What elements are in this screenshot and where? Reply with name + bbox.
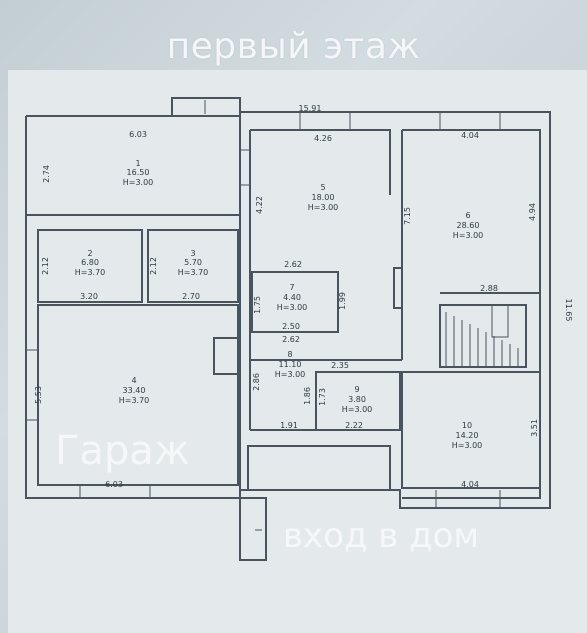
wall-room3 bbox=[147, 229, 239, 303]
wall-room6 bbox=[402, 129, 541, 499]
room-5-num: 5 bbox=[320, 183, 325, 192]
room-6-label: 6 28.60 H=3.00 bbox=[453, 211, 484, 240]
wall-room7 bbox=[251, 271, 339, 333]
room-1-label: 1 16.50 H=3.00 bbox=[123, 159, 154, 187]
room-6-num: 6 bbox=[465, 211, 470, 220]
room-7-num: 7 bbox=[289, 283, 294, 292]
dim-total-width: 15.91 bbox=[299, 104, 322, 113]
room-8-height: H=3.00 bbox=[275, 370, 306, 379]
dim-r5-width: 4.26 bbox=[314, 134, 332, 143]
room-2-num: 2 bbox=[87, 249, 92, 258]
room-7-height: H=3.00 bbox=[277, 303, 308, 312]
dim-r3-width: 2.70 bbox=[182, 292, 200, 301]
room-8-area: 11.10 bbox=[279, 360, 302, 369]
room-10-height: H=3.00 bbox=[452, 441, 483, 450]
wall-stair bbox=[439, 304, 527, 368]
room-1-area: 16.50 bbox=[127, 168, 150, 177]
room-1-height: H=3.00 bbox=[123, 178, 154, 187]
room-8-label: 8 11.10 H=3.00 bbox=[275, 350, 306, 379]
dim-r7-width: 2.50 bbox=[282, 322, 300, 331]
page-title: первый этаж bbox=[166, 26, 421, 67]
window-top-bay bbox=[171, 97, 241, 117]
dim-r9-depth-b: 1.73 bbox=[318, 388, 327, 406]
dim-r10-depth: 3.51 bbox=[530, 419, 539, 437]
dim-partition: 7.15 bbox=[403, 207, 412, 225]
window-left-room4 bbox=[213, 337, 241, 375]
room-2-area: 6.80 bbox=[81, 258, 99, 267]
dim-r6-depth: 4.94 bbox=[528, 203, 537, 221]
dim-r5-depth: 4.22 bbox=[255, 196, 264, 214]
room-6-area: 28.60 bbox=[457, 221, 480, 230]
dim-r7-depth-b: 1.99 bbox=[338, 292, 347, 310]
room-5-height: H=3.00 bbox=[308, 203, 339, 212]
room-7-label: 7 4.40 H=3.00 bbox=[277, 283, 308, 312]
stair-steps bbox=[445, 304, 519, 367]
wall-room2 bbox=[37, 229, 143, 303]
room-4-label: 4 33.40 H=3.70 bbox=[119, 376, 150, 405]
dim-stair: 2.88 bbox=[480, 284, 498, 293]
room-9-height: H=3.00 bbox=[342, 405, 373, 414]
paper-sheet bbox=[8, 70, 587, 633]
dim-r7-depth-a: 1.75 bbox=[253, 296, 262, 314]
dim-r8-depth: 2.86 bbox=[252, 373, 261, 391]
room-4-num: 4 bbox=[131, 376, 136, 385]
walls bbox=[25, 97, 551, 561]
room-3-label: 3 5.70 H=3.70 bbox=[178, 249, 209, 277]
room-10-label: 10 14.20 H=3.00 bbox=[452, 421, 483, 450]
room-2-label: 2 6.80 H=3.70 bbox=[75, 249, 106, 277]
dim-r1-depth: 2.74 bbox=[42, 165, 51, 183]
dim-r9-width-top: 2.35 bbox=[331, 361, 349, 370]
wall-vestibule bbox=[247, 445, 391, 491]
room-2-height: H=3.70 bbox=[75, 268, 106, 277]
wall-column bbox=[393, 267, 403, 309]
dim-corridor-b: 2.62 bbox=[282, 335, 300, 344]
room-4-area: 33.40 bbox=[123, 386, 146, 395]
room-4-height: H=3.70 bbox=[119, 396, 150, 405]
wall-room10 bbox=[401, 371, 541, 489]
room-8-num: 8 bbox=[287, 350, 292, 359]
room-10-num: 10 bbox=[462, 421, 472, 430]
dim-r4-depth: 5.53 bbox=[34, 386, 43, 404]
entrance-label: вход в дом bbox=[283, 516, 480, 556]
room-6-height: H=3.00 bbox=[453, 231, 484, 240]
dim-r9-width: 2.22 bbox=[345, 421, 363, 430]
dim-r6-width: 4.04 bbox=[461, 131, 479, 140]
room-3-num: 3 bbox=[190, 249, 195, 258]
room-9-area: 3.80 bbox=[348, 395, 366, 404]
dim-hall-width: 1.91 bbox=[280, 421, 298, 430]
wall-room4 bbox=[37, 304, 239, 486]
room-1-num: 1 bbox=[135, 159, 140, 168]
wall-room9 bbox=[315, 371, 401, 431]
wall-room5 bbox=[250, 129, 391, 195]
dim-r1-width: 6.03 bbox=[129, 130, 147, 139]
dim-r2-depth: 2.12 bbox=[41, 257, 50, 275]
room-9-label: 9 3.80 H=3.00 bbox=[342, 385, 373, 414]
dim-corridor-a: 2.62 bbox=[284, 260, 302, 269]
dimension-labels: 15.91 11.65 6.03 2.74 4.26 4.22 4.04 4.9… bbox=[34, 104, 573, 489]
wall-porch bbox=[239, 497, 267, 561]
room-3-height: H=3.70 bbox=[178, 268, 209, 277]
dim-r3-depth: 2.12 bbox=[149, 257, 158, 275]
room-5-area: 18.00 bbox=[312, 193, 335, 202]
room-7-area: 4.40 bbox=[283, 293, 301, 302]
room-3-area: 5.70 bbox=[184, 258, 202, 267]
room-9-num: 9 bbox=[354, 385, 359, 394]
window-marks bbox=[26, 100, 501, 531]
dim-r4-width: 6.03 bbox=[105, 480, 123, 489]
dim-r9-depth-a: 1.86 bbox=[303, 387, 312, 405]
dim-r2-width: 3.20 bbox=[80, 292, 98, 301]
dim-r10-width: 4.04 bbox=[461, 480, 479, 489]
room-5-label: 5 18.00 H=3.00 bbox=[308, 183, 339, 212]
dim-total-depth: 11.65 bbox=[564, 299, 573, 322]
room-10-area: 14.20 bbox=[456, 431, 479, 440]
garage-label: Гараж bbox=[55, 428, 190, 474]
